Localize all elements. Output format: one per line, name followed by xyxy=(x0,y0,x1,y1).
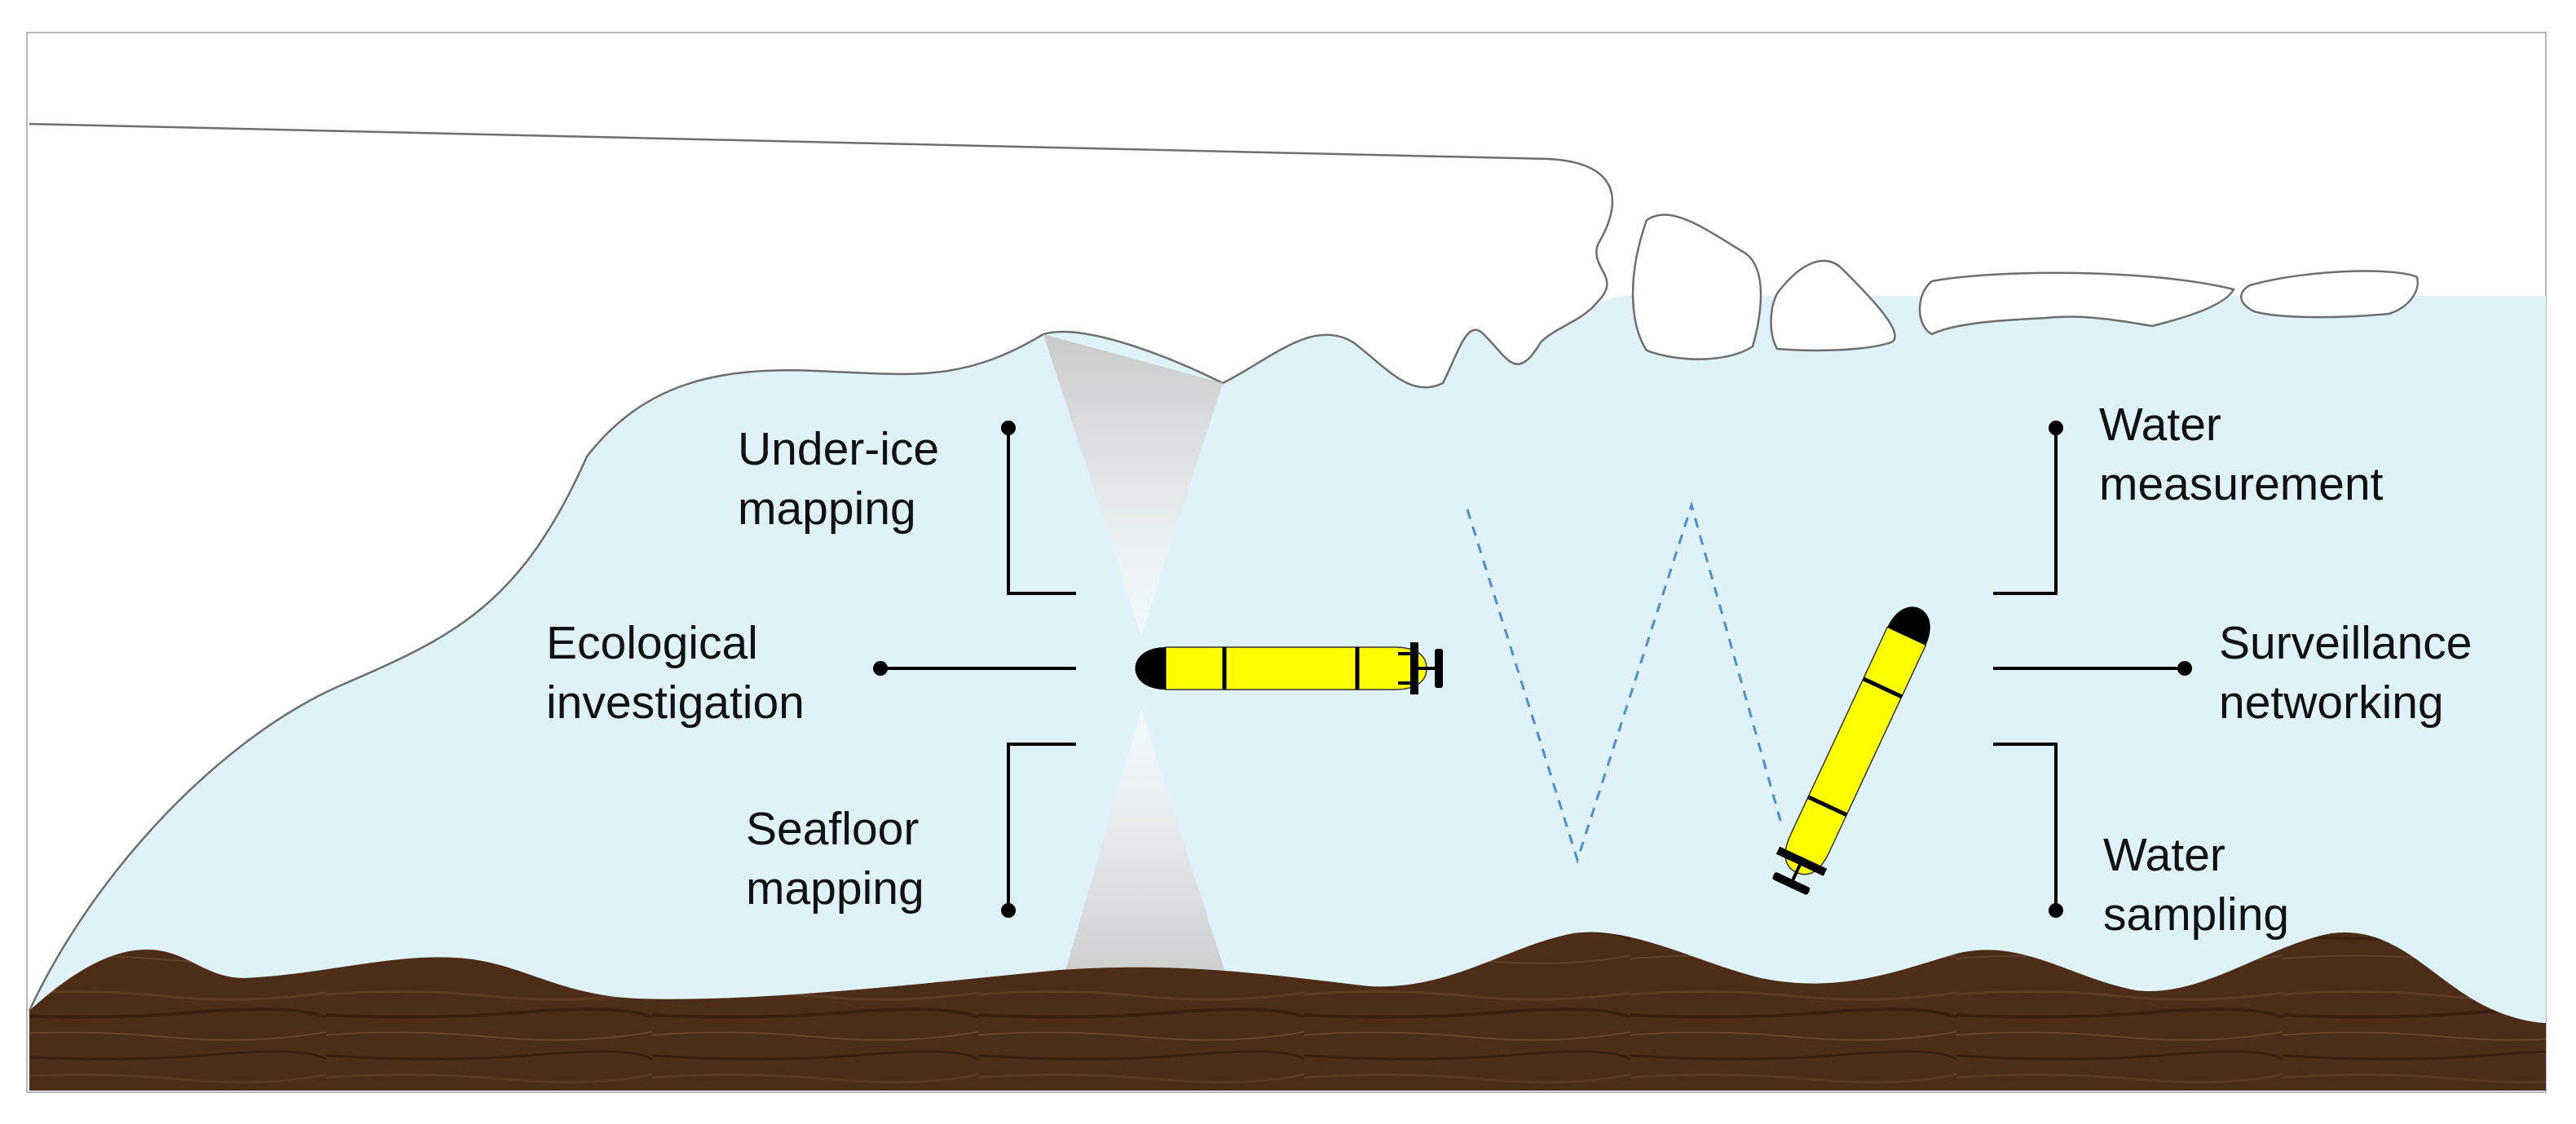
label-water-measurement: Water measurement xyxy=(2099,399,2384,510)
auv-vehicle-icon xyxy=(1772,606,1930,895)
connector-seafloor xyxy=(1001,743,1076,918)
connector-water-sampling xyxy=(1993,743,2063,918)
label-ecological-investigation: Ecological investigation xyxy=(546,617,805,729)
label-surveillance-networking: Surveillance networking xyxy=(2219,617,2485,729)
ice-floe-4 xyxy=(2240,270,2419,319)
label-seafloor-mapping: Seafloor mapping xyxy=(746,803,932,915)
connector-ecological xyxy=(873,661,1076,676)
connector-water-measurement xyxy=(1993,421,2063,595)
sonar-beam-upward xyxy=(1043,334,1223,636)
sonar-beam-downward xyxy=(1060,709,1231,990)
auv-vehicle-icon xyxy=(1135,642,1443,694)
ice-floe-3 xyxy=(1918,271,2235,336)
ice-floe-2 xyxy=(1770,259,1896,352)
connector-surveillance xyxy=(1993,661,2192,676)
label-under-ice-mapping: Under-ice mapping xyxy=(738,423,952,535)
ice-floe-1 xyxy=(1631,214,1762,360)
connector-under-ice xyxy=(1001,421,1076,595)
seafloor xyxy=(29,932,2546,1091)
auv-trajectory-path xyxy=(1466,500,1783,864)
label-water-sampling: Water sampling xyxy=(2103,829,2289,941)
ice-shelf xyxy=(28,122,1614,1012)
